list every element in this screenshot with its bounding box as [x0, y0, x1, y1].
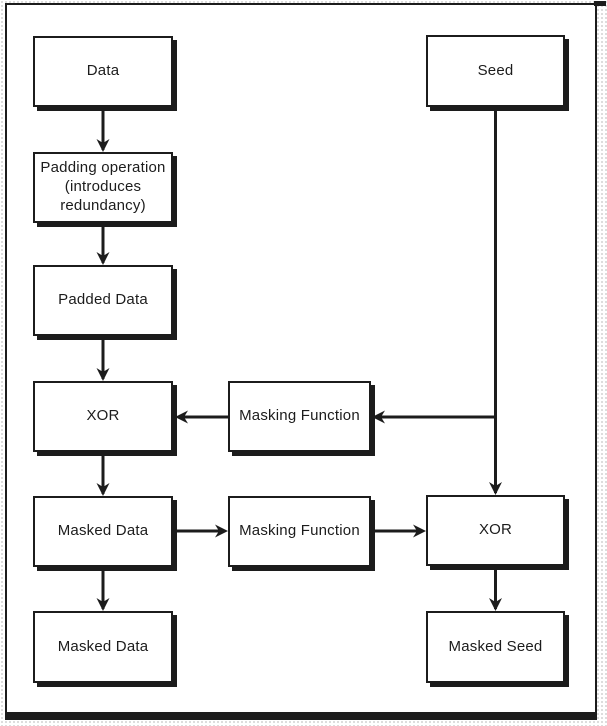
node-label: XOR: [86, 407, 120, 425]
node-label: XOR: [478, 521, 513, 539]
node-label: Masking Function: [239, 407, 360, 425]
node-masked-data-bottom: Masked Data: [33, 611, 173, 683]
node-label: Masking Function: [239, 522, 360, 540]
node-masked-data-mid: Masked Data: [33, 496, 173, 567]
node-label: Masked Seed: [448, 637, 543, 655]
node-xor-left: XOR: [33, 381, 173, 452]
node-label: Seed: [477, 61, 514, 79]
node-padded-data: Padded Data: [33, 265, 173, 336]
node-label: Padding operation (introduces redundancy…: [40, 159, 166, 214]
node-data: Data: [33, 36, 173, 107]
node-masking-function-top: Masking Function: [228, 381, 371, 452]
node-masking-function-bottom: Masking Function: [228, 496, 371, 567]
node-padding-operation: Padding operation (introduces redundancy…: [33, 152, 173, 223]
node-label: Masked Data: [57, 637, 149, 655]
node-label: Padded Data: [58, 291, 148, 309]
frame-corner-shadow: [594, 1, 606, 6]
node-label: Data: [86, 62, 120, 80]
node-seed: Seed: [426, 35, 565, 107]
node-label: Masked Data: [57, 522, 149, 540]
node-masked-seed: Masked Seed: [426, 611, 565, 683]
node-xor-right: XOR: [426, 495, 565, 566]
